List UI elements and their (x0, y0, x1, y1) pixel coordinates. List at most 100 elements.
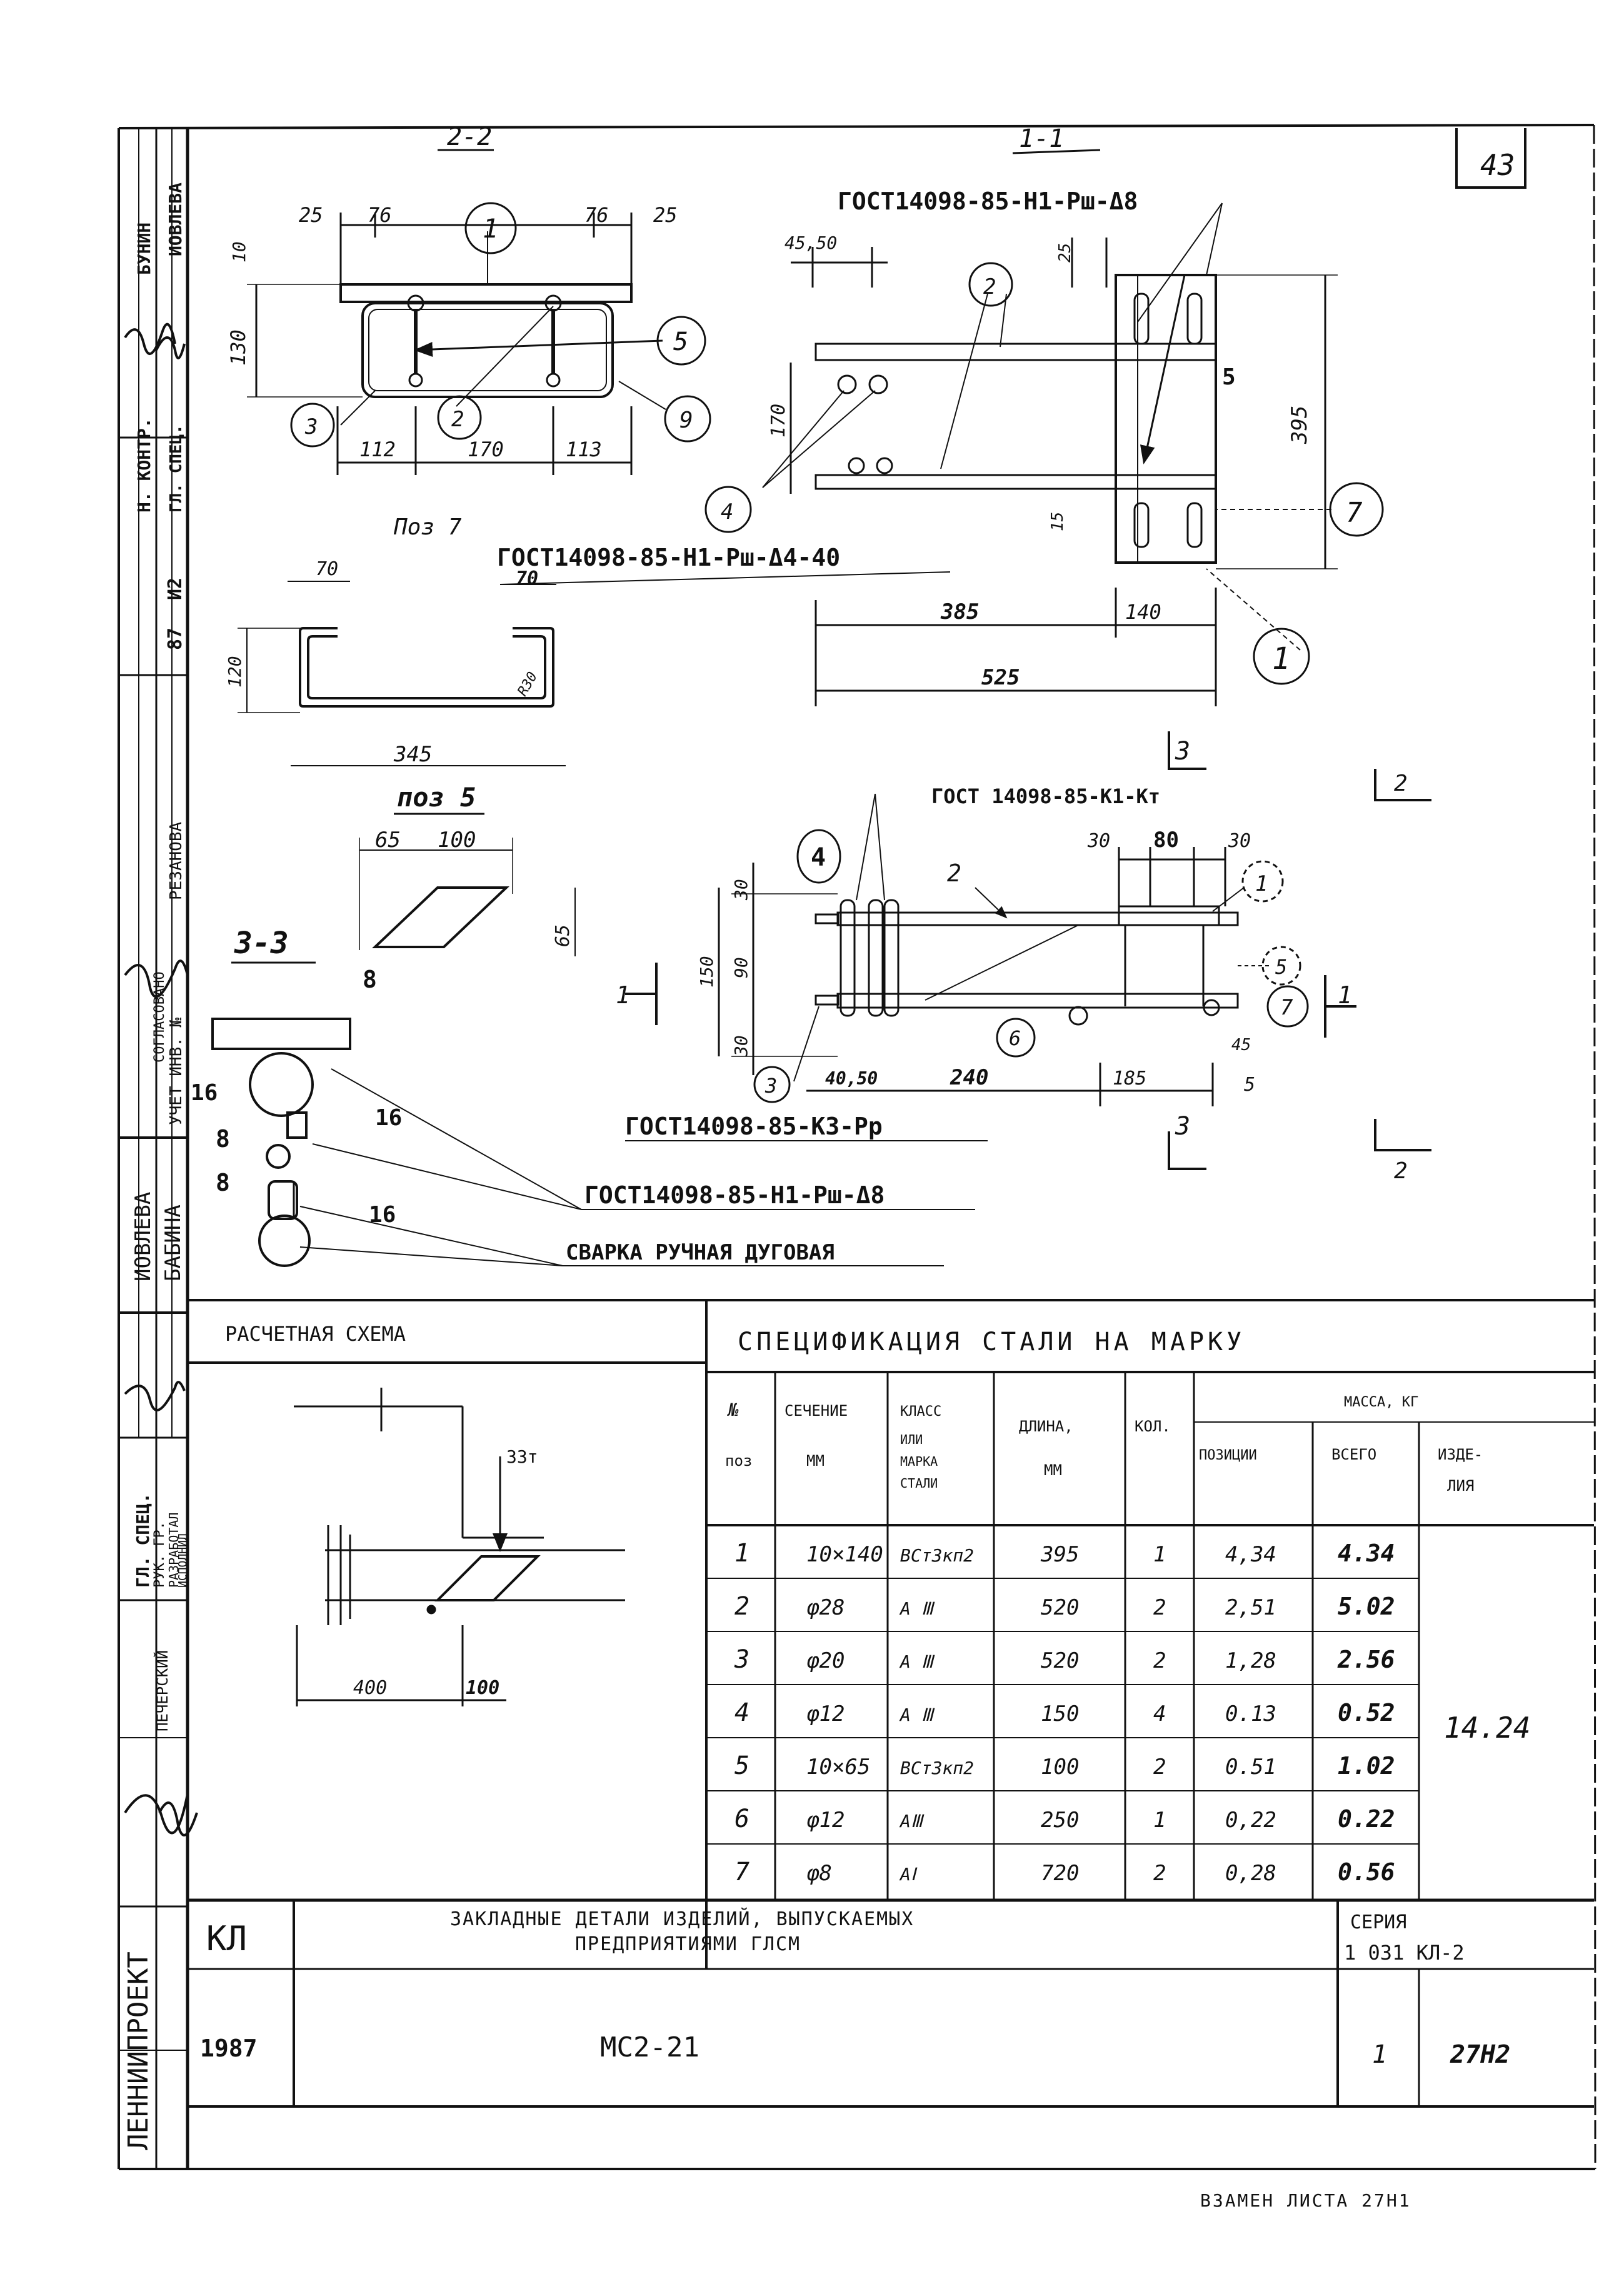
pos-7-dim-radius: R30 (515, 669, 541, 699)
plan-dim-150: 150 (696, 956, 717, 988)
plan-callout-3: 3 (764, 1074, 777, 1098)
plan-dim-5: 5 (1244, 1074, 1255, 1096)
spec-cell-length: 520 (1041, 1595, 1079, 1620)
stamp-role-4: ГЛ. СПЕЦ. (167, 424, 186, 513)
plan-dim-80: 80 (1153, 828, 1179, 853)
spec-cell-section: φ8 (806, 1861, 832, 1886)
stamp-name-1: ИОВЛЕВА (131, 1192, 156, 1281)
s33-dim-16a: 16 (191, 1080, 218, 1106)
plan-gost-top: ГОСТ 14098-85-К1-Кт (931, 784, 1160, 808)
spec-cell-pos: 4 (734, 1698, 749, 1727)
spec-hdr-mass-item-2: ЛИЯ (1447, 1477, 1474, 1495)
s11-dim-170: 170 (768, 404, 789, 438)
plan-dim-45: 45 (1231, 1036, 1251, 1054)
spec-table-text: СПЕЦИФИКАЦИЯ СТАЛИ НА МАРКУ № поз СЕЧЕНИ… (725, 1328, 1530, 1745)
plan-callout-6: 6 (1009, 1026, 1021, 1050)
stamp-label-resanova: РЕЗАНОВА (167, 821, 186, 900)
plan-dim-240: 240 (950, 1065, 988, 1090)
spec-cell-length: 395 (1040, 1542, 1079, 1567)
spec-hdr-len-1: ДЛИНА, (1019, 1418, 1073, 1435)
spec-cell-class: ВСт3кп2 (900, 1758, 974, 1778)
s11-dim-4550: 45,50 (784, 233, 837, 253)
pos-7-dim-width: 345 (393, 742, 432, 767)
plan-dim-185: 185 (1113, 1068, 1146, 1089)
stamp-name-6: БАБИНА (161, 1205, 186, 1281)
plan-callout-1: 1 (1255, 871, 1268, 896)
title-series-label: СЕРИЯ (1350, 1911, 1406, 1933)
pos-7-dim-height: 120 (224, 656, 245, 688)
s22-dim-10: 10 (229, 241, 249, 263)
s22-callout-2: 2 (451, 407, 464, 432)
title-year: 1987 (200, 2035, 258, 2062)
spec-hdr-mass: МАССА, КГ (1344, 1395, 1418, 1410)
spec-hdr-pos-1: № (727, 1400, 739, 1420)
spec-cell-length: 150 (1041, 1701, 1079, 1726)
stamp-label-pechersky: ПЕЧЕРСКИЙ (153, 1650, 171, 1731)
spec-cell-mass-all: 5.02 (1338, 1593, 1395, 1620)
spec-cell-qty: 2 (1153, 1861, 1166, 1886)
spec-hdr-pos-2: поз (725, 1452, 752, 1470)
pos-5-dim-thk: 65 (552, 924, 574, 947)
spec-cell-pos: 3 (734, 1645, 749, 1674)
s11-callout-2: 2 (983, 274, 996, 299)
stamp-role-2: РУК. ГР. (152, 1521, 168, 1588)
plan-dim-left-30b: 30 (731, 1035, 751, 1057)
plan-dim-4050: 40,50 (825, 1068, 878, 1089)
stamp-role-3: Н. КОНТР. (134, 418, 154, 513)
stamp-label-inv: УЧЕТ ИНВ. № (167, 1017, 186, 1125)
plan-callout-7: 7 (1280, 995, 1293, 1020)
s22-dim-170: 170 (468, 438, 504, 461)
spec-cell-mass-all: 4.34 (1338, 1540, 1395, 1567)
s11-callout-1: 1 (1272, 641, 1290, 676)
s11-callout-7: 7 (1346, 497, 1363, 529)
plan-cut-1a: 1 (616, 981, 630, 1009)
spec-hdr-cls-4: СТАЛИ (900, 1476, 938, 1491)
s22-dim-25a: 25 (299, 203, 323, 227)
spec-cell-pos: 5 (734, 1751, 749, 1780)
s33-dim-16c: 16 (369, 1202, 396, 1228)
plan-callout-4: 4 (811, 843, 826, 872)
stamp-name-3: БУНИН (134, 223, 154, 275)
spec-hdr-sec-2: ММ (806, 1452, 825, 1470)
pos-5-title: поз 5 (397, 782, 476, 813)
spec-hdr-len-2: ММ (1044, 1461, 1062, 1479)
s11-dim-385: 385 (940, 599, 979, 624)
plan-cut-3b: 3 (1175, 1112, 1190, 1141)
plan-dim-left-30a: 30 (731, 879, 751, 901)
s22-dim-25b: 25 (653, 203, 678, 227)
spec-cell-qty: 1 (1153, 1542, 1166, 1567)
spec-cell-qty: 2 (1153, 1595, 1166, 1620)
spec-cell-mass-pos: 1,28 (1225, 1648, 1276, 1673)
spec-cell-mass-pos: 0,22 (1225, 1808, 1276, 1833)
pos-7-dim-right: 70 (516, 568, 538, 589)
s11-dim-25: 25 (1056, 243, 1075, 263)
spec-cell-mass-pos: 0.13 (1225, 1701, 1276, 1726)
calc-scheme-title: РАСЧЕТНАЯ СХЕМА (225, 1322, 406, 1346)
s22-dim-76a: 76 (368, 203, 392, 227)
spec-cell-mass-pos: 0.51 (1225, 1755, 1276, 1780)
spec-cell-section: φ28 (806, 1595, 845, 1620)
plan-cut-2b: 2 (1394, 1158, 1408, 1184)
s11-dim-525: 525 (981, 665, 1020, 690)
pos-5-drawing (359, 838, 576, 956)
title-series: 1 031 КЛ-2 (1344, 1941, 1465, 1965)
spec-cell-section: φ12 (806, 1808, 845, 1833)
s22-dim-130: 130 (226, 329, 250, 366)
title-description-2: ПРЕДПРИЯТИЯМИ ГЛСМ (575, 1933, 801, 1955)
stamp-institute: ЛЕННИИПРОЕКТ (123, 1951, 154, 2150)
sheet-frame (118, 124, 1596, 2170)
signatures (124, 323, 198, 1836)
stamp-role-6: ИСПОЛНИЛ (176, 1533, 189, 1588)
spec-cell-length: 520 (1041, 1648, 1079, 1673)
sheet-number: 43 (1480, 148, 1515, 182)
spec-cell-length: 720 (1041, 1861, 1079, 1886)
plan-view (625, 731, 1431, 1170)
spec-cell-mass-pos: 2,51 (1225, 1595, 1276, 1620)
spec-cell-pos: 7 (734, 1858, 749, 1886)
section-3-3-text: 3-3 8 16 8 16 8 16 ГОСТ14098-85-Н1-Рш-Δ8… (191, 926, 885, 1265)
title-mark: МС2-21 (600, 2031, 699, 2063)
spec-cell-section: 10×140 (806, 1542, 883, 1567)
section-1-1 (704, 149, 1384, 706)
section-3-3-title: 3-3 (234, 926, 289, 961)
title-block-text: КЛ ЗАКЛАДНЫЕ ДЕТАЛИ ИЗДЕЛИЙ, ВЫПУСКАЕМЫХ… (200, 1908, 1510, 2069)
